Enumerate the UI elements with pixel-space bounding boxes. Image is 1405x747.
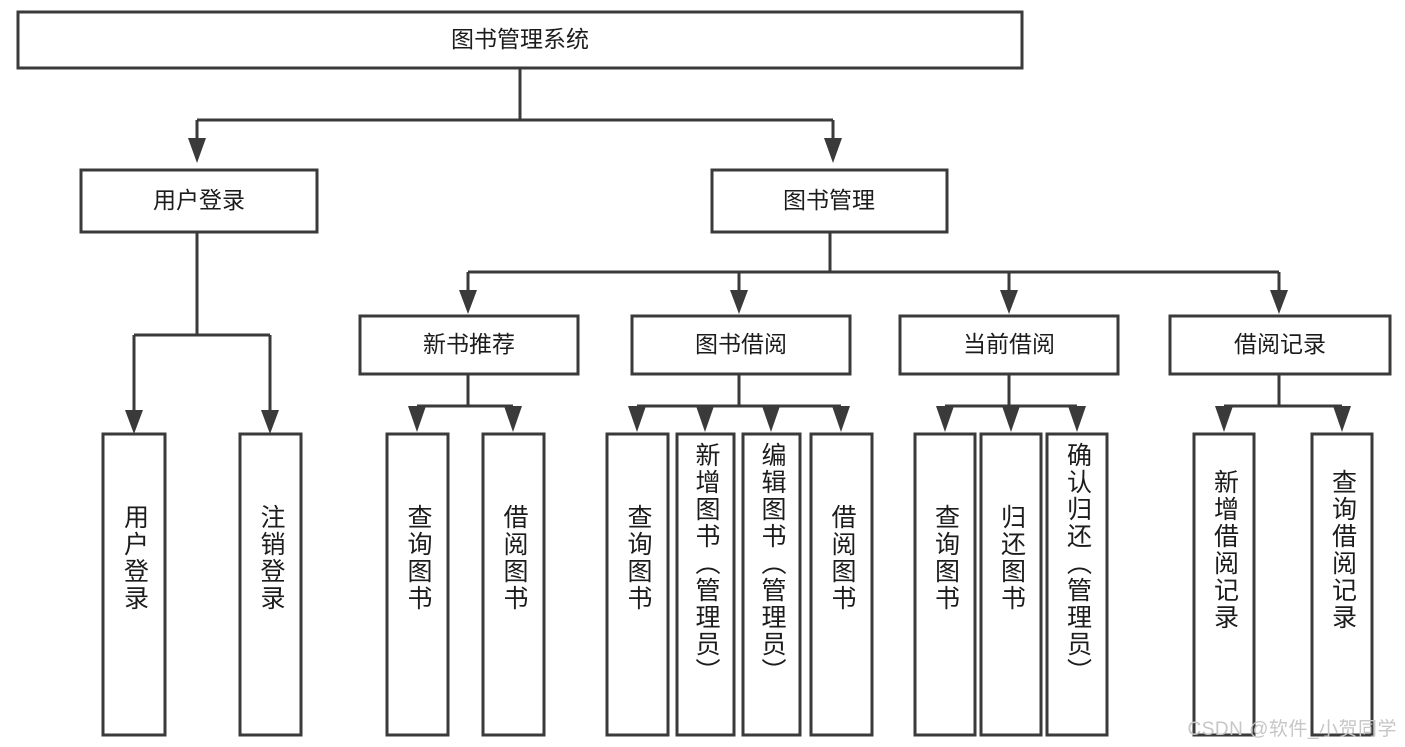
arrow-login-leaf1	[125, 410, 143, 434]
arrow-bookmgmt-c4	[1270, 290, 1288, 314]
connector-group-book-management	[459, 232, 1288, 314]
leaf-box-record-query[interactable]	[1310, 432, 1374, 737]
leaf-box-newbook-borrow[interactable]	[481, 432, 546, 737]
arrow-login-leaf2	[261, 410, 279, 434]
leaf-box-current-confirm-admin[interactable]	[1045, 432, 1109, 737]
connector-group-current-borrow	[936, 374, 1086, 432]
connector-group-root	[188, 68, 842, 163]
leaf-box-current-query[interactable]	[913, 432, 977, 737]
node-root-book-management-system[interactable]	[16, 10, 1024, 70]
arrow-root-to-bookmgmt	[824, 138, 842, 163]
arrow-newbook-l1	[408, 406, 426, 432]
leaf-box-borrow-edit-admin[interactable]	[741, 432, 802, 737]
arrow-current-l3	[1068, 406, 1086, 432]
leaf-box-borrow-add-admin[interactable]	[675, 432, 736, 737]
node-current-borrow-label: 当前借阅	[963, 331, 1055, 357]
leaf-box-user-login[interactable]	[101, 432, 167, 737]
node-user-login[interactable]	[79, 168, 319, 234]
connector-group-book-borrow	[628, 374, 850, 432]
arrow-borrow-l4	[832, 406, 850, 432]
node-borrow-record[interactable]	[1168, 314, 1392, 376]
leaf-box-borrow-lend[interactable]	[809, 432, 874, 737]
leaf-box-borrow-query[interactable]	[605, 432, 670, 737]
node-book-management[interactable]	[710, 168, 949, 234]
connector-group-borrow-record	[1215, 374, 1351, 432]
node-new-book-recommend-label: 新书推荐	[423, 331, 515, 357]
arrow-bookmgmt-c3	[1000, 290, 1018, 314]
csdn-watermark: CSDN @软件_小贺同学	[1187, 719, 1397, 740]
node-root-label: 图书管理系统	[451, 26, 589, 52]
node-book-borrow[interactable]	[630, 314, 852, 376]
arrow-bookmgmt-c1	[459, 290, 477, 314]
arrow-root-to-login	[188, 138, 206, 163]
node-current-borrow[interactable]	[898, 314, 1120, 376]
node-book-management-label: 图书管理	[783, 187, 875, 213]
connector-group-new-book	[408, 374, 522, 432]
leaf-box-newbook-query[interactable]	[385, 432, 450, 737]
arrow-record-l1	[1215, 406, 1233, 432]
node-borrow-record-label: 借阅记录	[1234, 331, 1326, 357]
arrow-record-l2	[1333, 406, 1351, 432]
node-user-login-label: 用户登录	[153, 187, 245, 213]
arrow-current-l2	[1002, 406, 1020, 432]
node-new-book-recommend[interactable]	[358, 314, 580, 376]
arrow-borrow-l1	[628, 406, 646, 432]
leaf-box-record-add[interactable]	[1192, 432, 1256, 737]
node-book-borrow-label: 图书借阅	[695, 331, 787, 357]
leaf-box-current-return[interactable]	[979, 432, 1043, 737]
connector-group-user-login	[125, 232, 279, 434]
leaf-box-logout[interactable]	[238, 432, 303, 737]
arrow-borrow-l2	[696, 406, 714, 432]
arrow-borrow-l3	[762, 406, 780, 432]
arrow-newbook-l2	[504, 406, 522, 432]
arrow-current-l1	[936, 406, 954, 432]
arrow-bookmgmt-c2	[730, 290, 748, 314]
